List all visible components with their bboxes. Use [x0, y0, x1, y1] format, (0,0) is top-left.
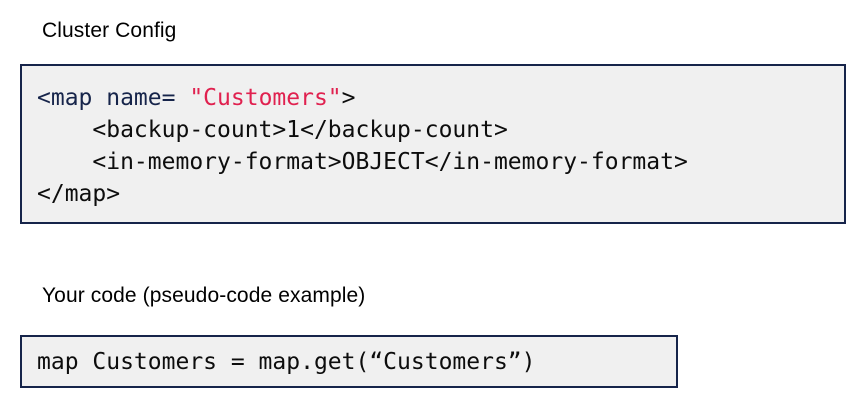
your-code-heading: Your code (pseudo-code example)	[42, 284, 366, 307]
code-token-tag: <map name=	[37, 85, 190, 111]
your-code-code-block[interactable]: map Customers = map.get(“Customers”)	[20, 335, 678, 388]
code-token-plain: >	[341, 85, 356, 111]
your-code-code-text: map Customers = map.get(“Customers”)	[37, 346, 536, 378]
code-token-plain: <in-memory-format>OBJECT</in-memory-form…	[92, 149, 688, 175]
code-token-plain: <backup-count>1</backup-count>	[92, 117, 508, 143]
code-token-string: "Customers"	[189, 85, 342, 111]
cluster-config-code-block[interactable]: <map name= "Customers"> <backup-count>1<…	[20, 64, 846, 224]
code-token-plain: </map>	[37, 181, 121, 207]
cluster-config-code-text: <map name= "Customers"> <backup-count>1<…	[37, 82, 688, 210]
code-token-plain: map Customers = map.get(“Customers”)	[37, 349, 536, 375]
cluster-config-heading: Cluster Config	[42, 19, 177, 42]
